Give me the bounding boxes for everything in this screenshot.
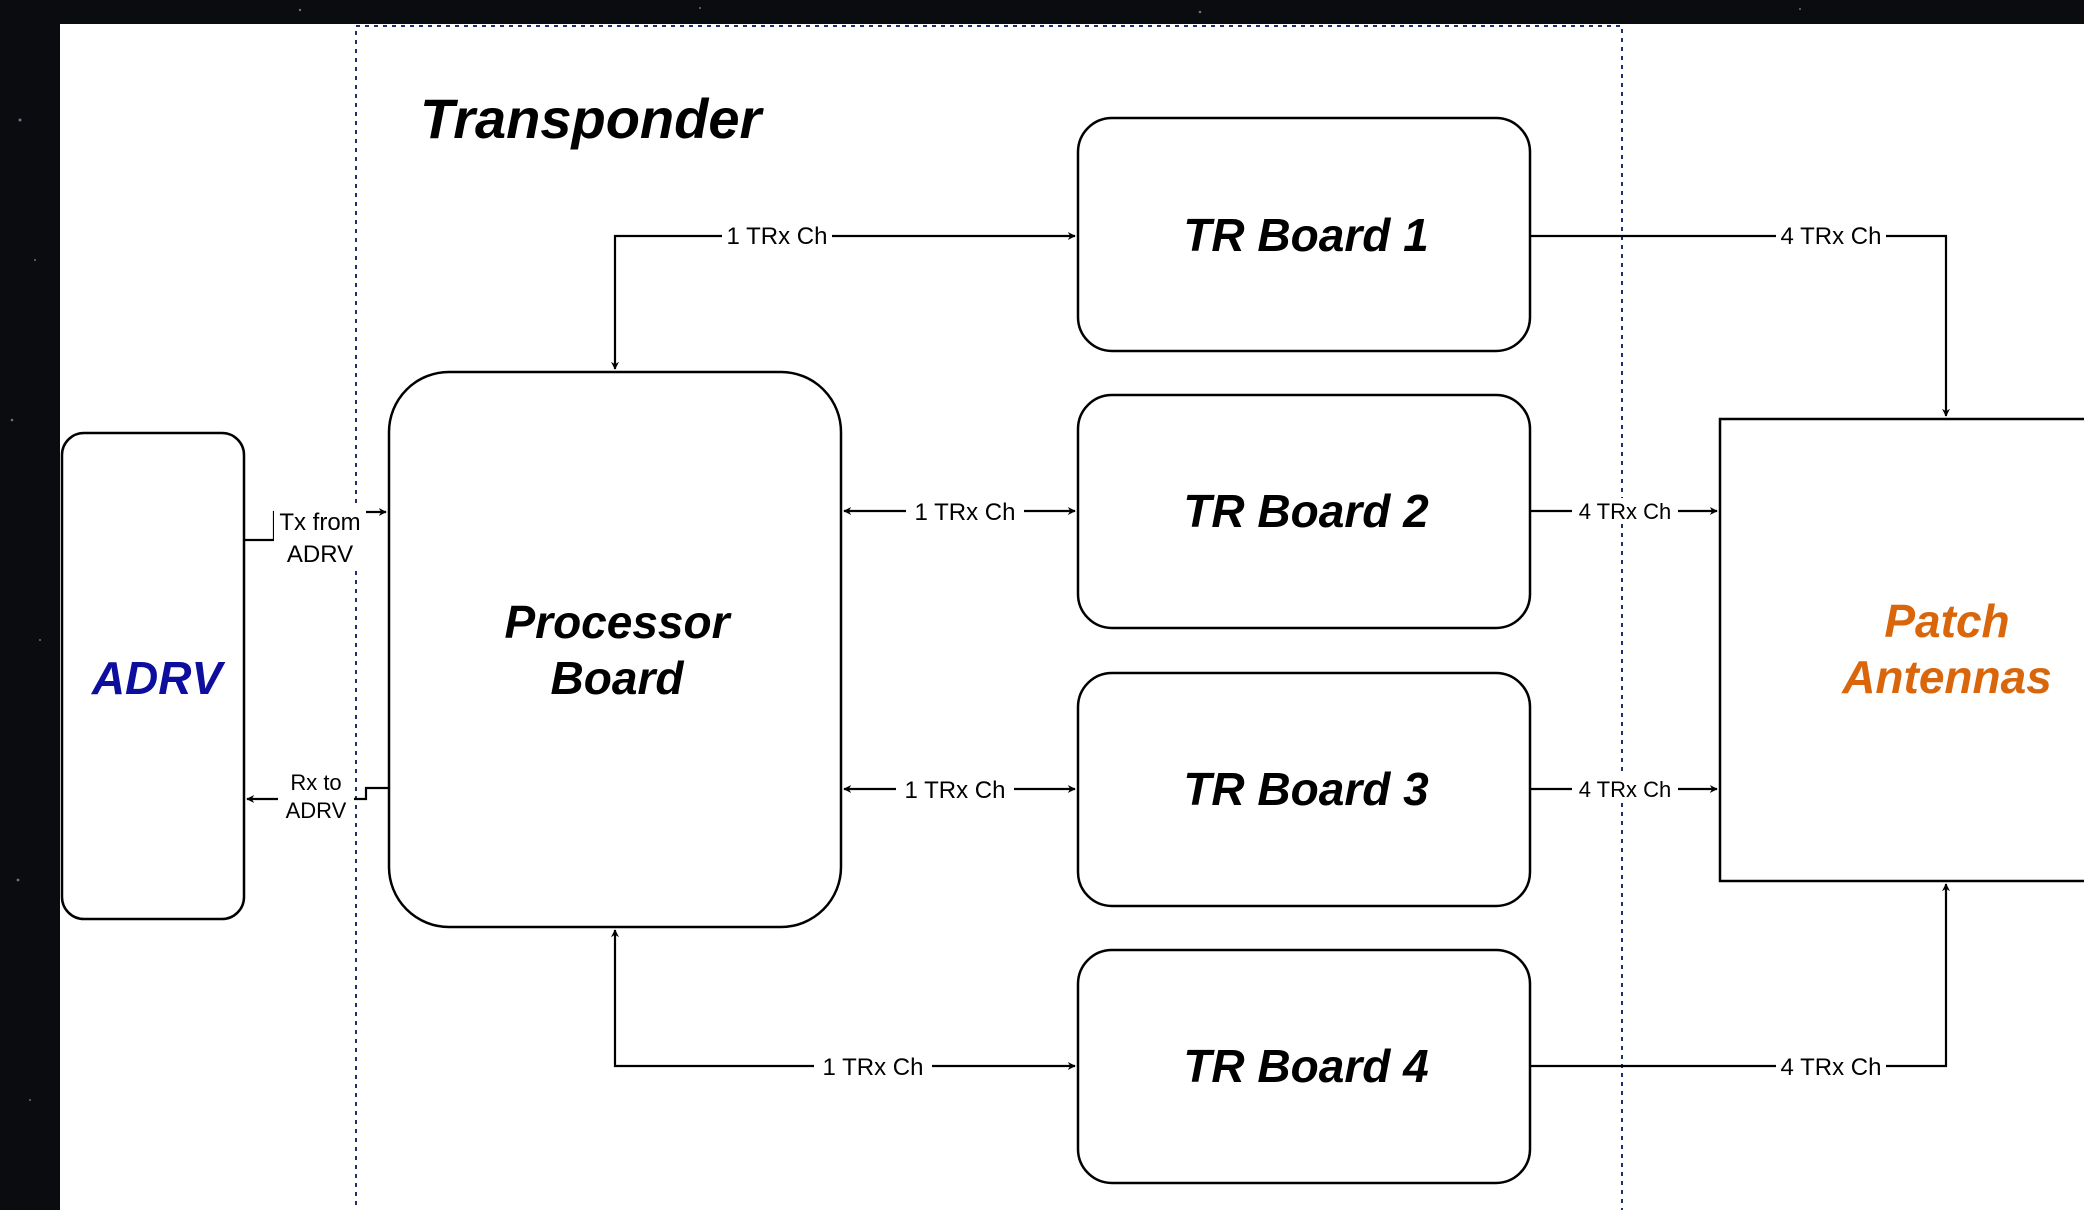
proc-tr1-label: 1 TRx Ch — [727, 223, 828, 250]
tr-board-3: TR Board 3 — [1078, 673, 1530, 906]
tr1-patch-label: 4 TRx Ch — [1781, 223, 1882, 250]
rx-label-line2: ADRV — [286, 798, 347, 823]
processor-label-line1: Processor — [504, 596, 731, 648]
patch-label-line2: Antennas — [1841, 651, 2052, 703]
transponder-title: Transponder — [420, 87, 764, 150]
processor-board: Processor Board — [389, 372, 841, 927]
tr2-patch-label: 4 TRx Ch — [1579, 499, 1672, 524]
tx-label-line2: ADRV — [287, 541, 353, 568]
adrv-label: ADRV — [91, 652, 226, 704]
patch-antennas: Patch Antennas — [1720, 419, 2084, 881]
proc-tr4-label: 1 TRx Ch — [823, 1054, 924, 1081]
adrv-block: ADRV — [62, 433, 244, 919]
tr-board-4-label: TR Board 4 — [1183, 1040, 1428, 1092]
processor-label-line2: Board — [551, 652, 685, 704]
proc-tr3-label: 1 TRx Ch — [905, 777, 1006, 804]
tr-board-1-label: TR Board 1 — [1183, 209, 1428, 261]
tr-board-4: TR Board 4 — [1078, 950, 1530, 1183]
tx-label-line1: Tx from — [279, 509, 360, 536]
tr-board-1: TR Board 1 — [1078, 118, 1530, 351]
tr-board-2-label: TR Board 2 — [1183, 485, 1429, 537]
tr3-patch-label: 4 TRx Ch — [1579, 777, 1672, 802]
tr4-patch-label: 4 TRx Ch — [1781, 1054, 1882, 1081]
tr-board-2: TR Board 2 — [1078, 395, 1530, 628]
proc-tr2-label: 1 TRx Ch — [915, 499, 1016, 526]
rx-label-line1: Rx to — [290, 770, 341, 795]
tr-board-3-label: TR Board 3 — [1183, 763, 1429, 815]
patch-label-line1: Patch — [1884, 595, 2009, 647]
